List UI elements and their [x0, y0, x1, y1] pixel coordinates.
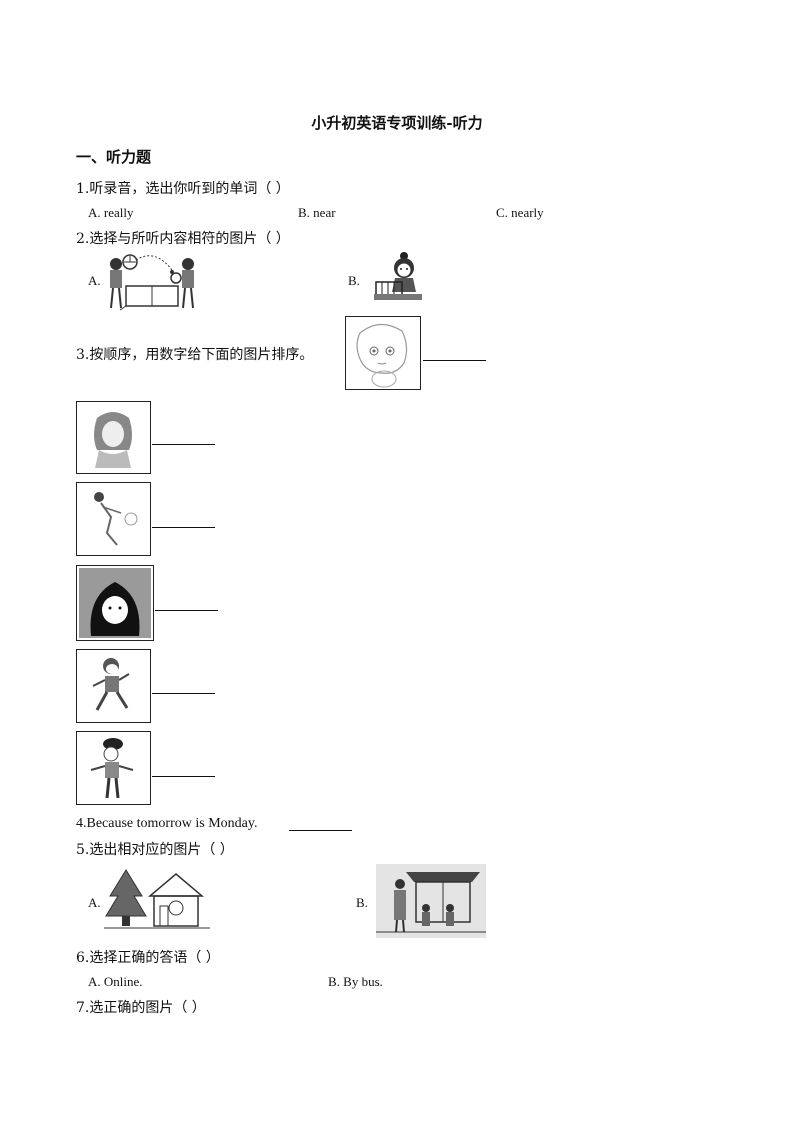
boy-running-image [76, 649, 151, 723]
chinese-gate-image[interactable] [376, 864, 486, 938]
question-5-option-b-label[interactable]: B. [356, 895, 368, 910]
anime-girls-image [345, 316, 421, 390]
christmas-tree-house-image[interactable] [104, 866, 210, 936]
question-3-answer-blank-4[interactable] [155, 610, 218, 611]
question-3-answer-blank-1[interactable] [423, 360, 486, 361]
question-1-option-a[interactable]: A. really [88, 205, 134, 220]
boy-standing-image [76, 731, 151, 805]
section-heading: 一、听力题 [76, 148, 152, 166]
question-2-option-a-label[interactable]: A. [88, 273, 101, 288]
girl-with-scarf-image [76, 401, 151, 474]
question-3-stem: 3.按顺序，用数字给下面的图片排序。 [76, 347, 314, 363]
page-title: 小升初英语专项训练-听力 [311, 114, 483, 132]
question-4-answer-blank[interactable] [289, 830, 352, 831]
girl-dancing-image [76, 482, 151, 556]
question-5-option-a-label[interactable]: A. [88, 895, 101, 910]
question-5-stem: 5.选出相对应的图片（ ） [76, 842, 234, 858]
question-1-stem: 1.听录音，选出你听到的单词（ ） [76, 181, 290, 197]
question-6-stem: 6.选择正确的答语（ ） [76, 950, 220, 966]
question-3-answer-blank-5[interactable] [152, 693, 215, 694]
question-6-option-a[interactable]: A. Online. [88, 974, 143, 989]
question-6-option-b[interactable]: B. By bus. [328, 974, 383, 989]
girl-long-hair-image [76, 565, 154, 641]
question-7-stem: 7.选正确的图片（ ） [76, 1000, 206, 1016]
question-4-stem: 4.Because tomorrow is Monday. [76, 816, 258, 831]
question-1-option-c[interactable]: C. nearly [496, 205, 544, 220]
ping-pong-players-image[interactable] [100, 250, 206, 312]
question-1-option-b[interactable]: B. near [298, 205, 336, 220]
question-3-answer-blank-2[interactable] [152, 444, 215, 445]
question-3-answer-blank-6[interactable] [152, 776, 215, 777]
question-2-option-b-label[interactable]: B. [348, 273, 360, 288]
question-3-answer-blank-3[interactable] [152, 527, 215, 528]
girl-with-abacus-image[interactable] [372, 248, 424, 302]
question-2-stem: 2.选择与所听内容相符的图片（ ） [76, 231, 290, 247]
